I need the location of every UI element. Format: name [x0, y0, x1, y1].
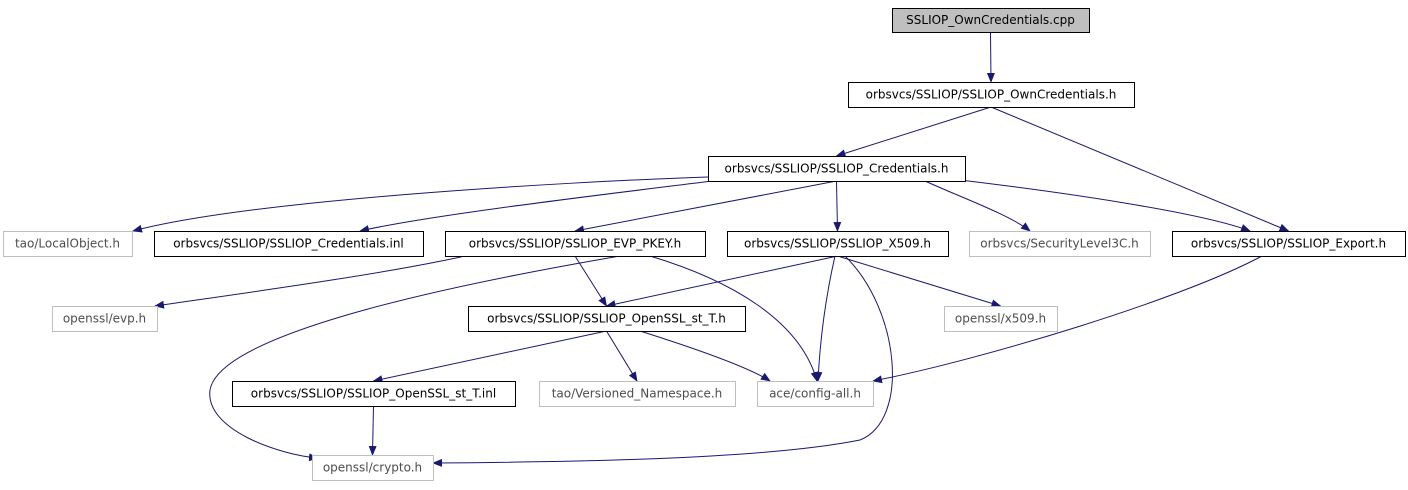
- node-box: [848, 82, 1135, 108]
- node-label: orbsvcs/SSLIOP/SSLIOP_OwnCredentials.h: [866, 88, 1117, 102]
- edge-cred_h-to-evp_pkey: [574, 180, 837, 234]
- node-cpp[interactable]: SSLIOP_OwnCredentials.cpp: [892, 8, 1090, 33]
- node-label: openssl/evp.h: [63, 312, 146, 326]
- node-box: [708, 156, 966, 182]
- node-box: [757, 381, 874, 407]
- node-label: orbsvcs/SSLIOP/SSLIOP_Credentials.inl: [173, 237, 404, 251]
- node-label: orbsvcs/SSLIOP/SSLIOP_X509.h: [744, 237, 931, 251]
- node-evp-pkey[interactable]: orbsvcs/SSLIOP/SSLIOP_EVP_PKEY.h: [445, 231, 706, 257]
- edge-openssl_st_t_inl-to-crypto: [368, 405, 377, 456]
- node-versioned: tao/Versioned_Namespace.h: [539, 381, 736, 407]
- edge-x509_h-to-crypto: [432, 255, 893, 467]
- node-box: [539, 381, 736, 407]
- node-box: [312, 455, 434, 481]
- node-evp: openssl/evp.h: [52, 306, 158, 332]
- node-label: orbsvcs/SSLIOP/SSLIOP_Credentials.h: [725, 162, 949, 176]
- node-label: SSLIOP_OwnCredentials.cpp: [906, 13, 1075, 27]
- edge-x509_h-to-config_all: [814, 255, 836, 382]
- node-openssl-st-t-h[interactable]: orbsvcs/SSLIOP/SSLIOP_OpenSSL_st_T.h: [468, 306, 746, 332]
- node-label: orbsvcs/SSLIOP/SSLIOP_EVP_PKEY.h: [469, 237, 682, 251]
- node-box: [892, 8, 1090, 33]
- node-box: [1172, 231, 1406, 257]
- edge-cred_h-to-seclevel3: [924, 180, 1031, 232]
- edge-openssl_st_t_h-to-openssl_st_t_inl: [372, 330, 607, 384]
- edges-layer: [132, 31, 1290, 467]
- edge-cred_h-to-x509_h: [833, 180, 842, 232]
- node-seclevel3: orbsvcs/SecurityLevel3C.h: [969, 231, 1151, 257]
- node-label: orbsvcs/SSLIOP/SSLIOP_OpenSSL_st_T.h: [487, 312, 726, 326]
- node-label: tao/Versioned_Namespace.h: [552, 387, 723, 401]
- node-label: openssl/x509.h: [955, 312, 1046, 326]
- node-box: [727, 231, 949, 257]
- edge-owncred_h-to-cred_h: [835, 106, 992, 158]
- node-box: [944, 306, 1058, 332]
- node-owncred-h[interactable]: orbsvcs/SSLIOP/SSLIOP_OwnCredentials.h: [848, 82, 1135, 108]
- edge-cpp-to-owncred_h: [986, 31, 995, 83]
- edge-openssl_st_t_h-to-versioned: [606, 330, 638, 382]
- edge-evp_pkey-to-config_all: [649, 255, 819, 382]
- node-box: [232, 381, 516, 407]
- edge-cred_h-to-cred_inl: [359, 180, 713, 233]
- node-export[interactable]: orbsvcs/SSLIOP/SSLIOP_Export.h: [1172, 231, 1406, 257]
- edge-cred_h-to-localobject: [132, 176, 709, 233]
- nodes-layer: SSLIOP_OwnCredentials.cpp orbsvcs/SSLIOP/…: [3, 8, 1406, 481]
- node-cred-h[interactable]: orbsvcs/SSLIOP/SSLIOP_Credentials.h: [708, 156, 966, 182]
- node-cred-inl[interactable]: orbsvcs/SSLIOP/SSLIOP_Credentials.inl: [154, 231, 424, 257]
- node-label: orbsvcs/SecurityLevel3C.h: [980, 237, 1139, 251]
- node-config-all: ace/config-all.h: [757, 381, 874, 407]
- edge-owncred_h-to-export: [990, 106, 1290, 232]
- edge-x509_h-to-ossl_x509: [837, 255, 1002, 308]
- edge-evp_pkey-to-crypto: [209, 255, 621, 462]
- node-box: [52, 306, 158, 332]
- edge-openssl_st_t_h-to-config_all: [639, 330, 771, 382]
- node-label: ace/config-all.h: [769, 387, 861, 401]
- node-x509-h[interactable]: orbsvcs/SSLIOP/SSLIOP_X509.h: [727, 231, 949, 257]
- node-box: [3, 231, 133, 257]
- node-label: tao/LocalObject.h: [15, 237, 120, 251]
- node-label: openssl/crypto.h: [323, 461, 422, 475]
- node-box: [969, 231, 1151, 257]
- node-label: orbsvcs/SSLIOP/SSLIOP_OpenSSL_st_T.inl: [251, 387, 496, 401]
- edge-export-to-config_all: [872, 255, 1263, 384]
- node-ossl-x509: openssl/x509.h: [944, 306, 1058, 332]
- edge-evp_pkey-to-openssl_st_t_h: [574, 255, 608, 307]
- edge-cred_h-to-export: [959, 179, 1251, 232]
- node-crypto: openssl/crypto.h: [312, 455, 434, 481]
- edge-evp_pkey-to-evp: [154, 255, 466, 309]
- node-box: [445, 231, 706, 257]
- edge-x509_h-to-openssl_st_t_h: [605, 255, 838, 309]
- node-localobject: tao/LocalObject.h: [3, 231, 133, 257]
- node-box: [468, 306, 746, 332]
- node-openssl-st-t-inl[interactable]: orbsvcs/SSLIOP/SSLIOP_OpenSSL_st_T.inl: [232, 381, 516, 407]
- node-box: [154, 231, 424, 257]
- node-label: orbsvcs/SSLIOP/SSLIOP_Export.h: [1191, 237, 1386, 251]
